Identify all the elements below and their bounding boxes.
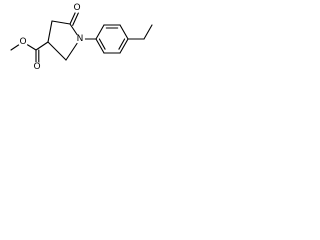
atom-carbonyl-o-label: O [33, 62, 40, 72]
bond-c3-c4 [47, 20, 53, 43]
atom-lactam-o-bg [72, 3, 82, 13]
atom-n-bg [75, 34, 85, 44]
bond-ar-inner-3 [98, 38, 106, 50]
bond-c2-c3 [47, 41, 67, 61]
atom-ether-o-bg [18, 37, 28, 47]
bond-c5-o-a [69, 10, 77, 25]
bond-ch2-ch3 [143, 24, 153, 40]
bond-ar6-ar1 [95, 38, 105, 54]
bond-c4-c5 [51, 20, 71, 25]
atom-carbonyl-o-bg [32, 62, 42, 72]
bond-ar3-ar4 [119, 24, 129, 40]
bond-ar-inner-2 [118, 38, 126, 50]
atom-lactam-o-label: O [73, 3, 80, 13]
bond-c5-o-b [72, 12, 80, 26]
bond-ar4-ar5 [119, 38, 129, 54]
atom-ether-o-label: O [19, 37, 26, 47]
bond-c3-cester [35, 41, 49, 51]
bond-ar1-ar2 [95, 24, 105, 40]
atom-n-label: N [77, 34, 84, 44]
molecule-structure: N O O O [10, 3, 153, 72]
